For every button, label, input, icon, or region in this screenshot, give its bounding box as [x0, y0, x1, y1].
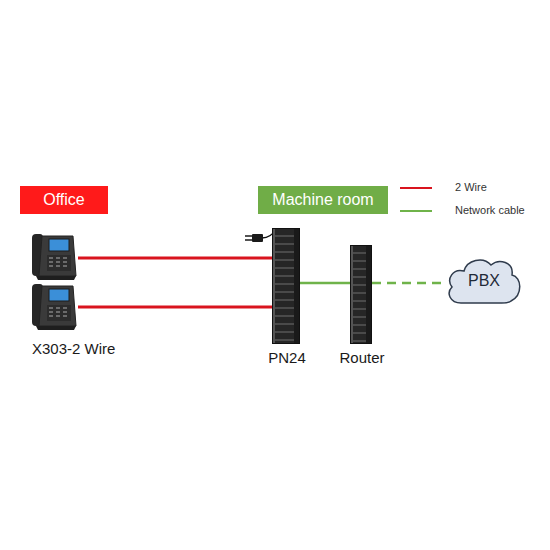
node-label: Machine room [272, 191, 373, 209]
legend-label: Network cable [455, 204, 525, 216]
cloud-shape [449, 260, 520, 303]
network-link [372, 282, 445, 285]
cable-line [78, 257, 272, 260]
ip-phone [32, 234, 76, 280]
area-tag: Machine room [258, 186, 388, 214]
router-device: Router [350, 245, 372, 344]
legend-label: 2 Wire [455, 181, 487, 193]
area-tag: Office [20, 186, 108, 214]
device-label: PN24 [268, 349, 306, 366]
gateway-device: PN24 [272, 228, 300, 344]
device-label: Router [339, 349, 384, 366]
node-label: Office [43, 191, 85, 209]
node-label: PBX [468, 272, 500, 290]
ip-phone [32, 284, 76, 330]
cable-line [78, 306, 272, 309]
device-label: X303-2 Wire [32, 340, 115, 357]
cable-line [300, 282, 350, 285]
legend-line-green [400, 210, 432, 212]
pbx-cloud: PBX [445, 255, 523, 307]
phone-group: X303-2 Wire [30, 232, 78, 334]
legend-line-red [400, 187, 432, 189]
